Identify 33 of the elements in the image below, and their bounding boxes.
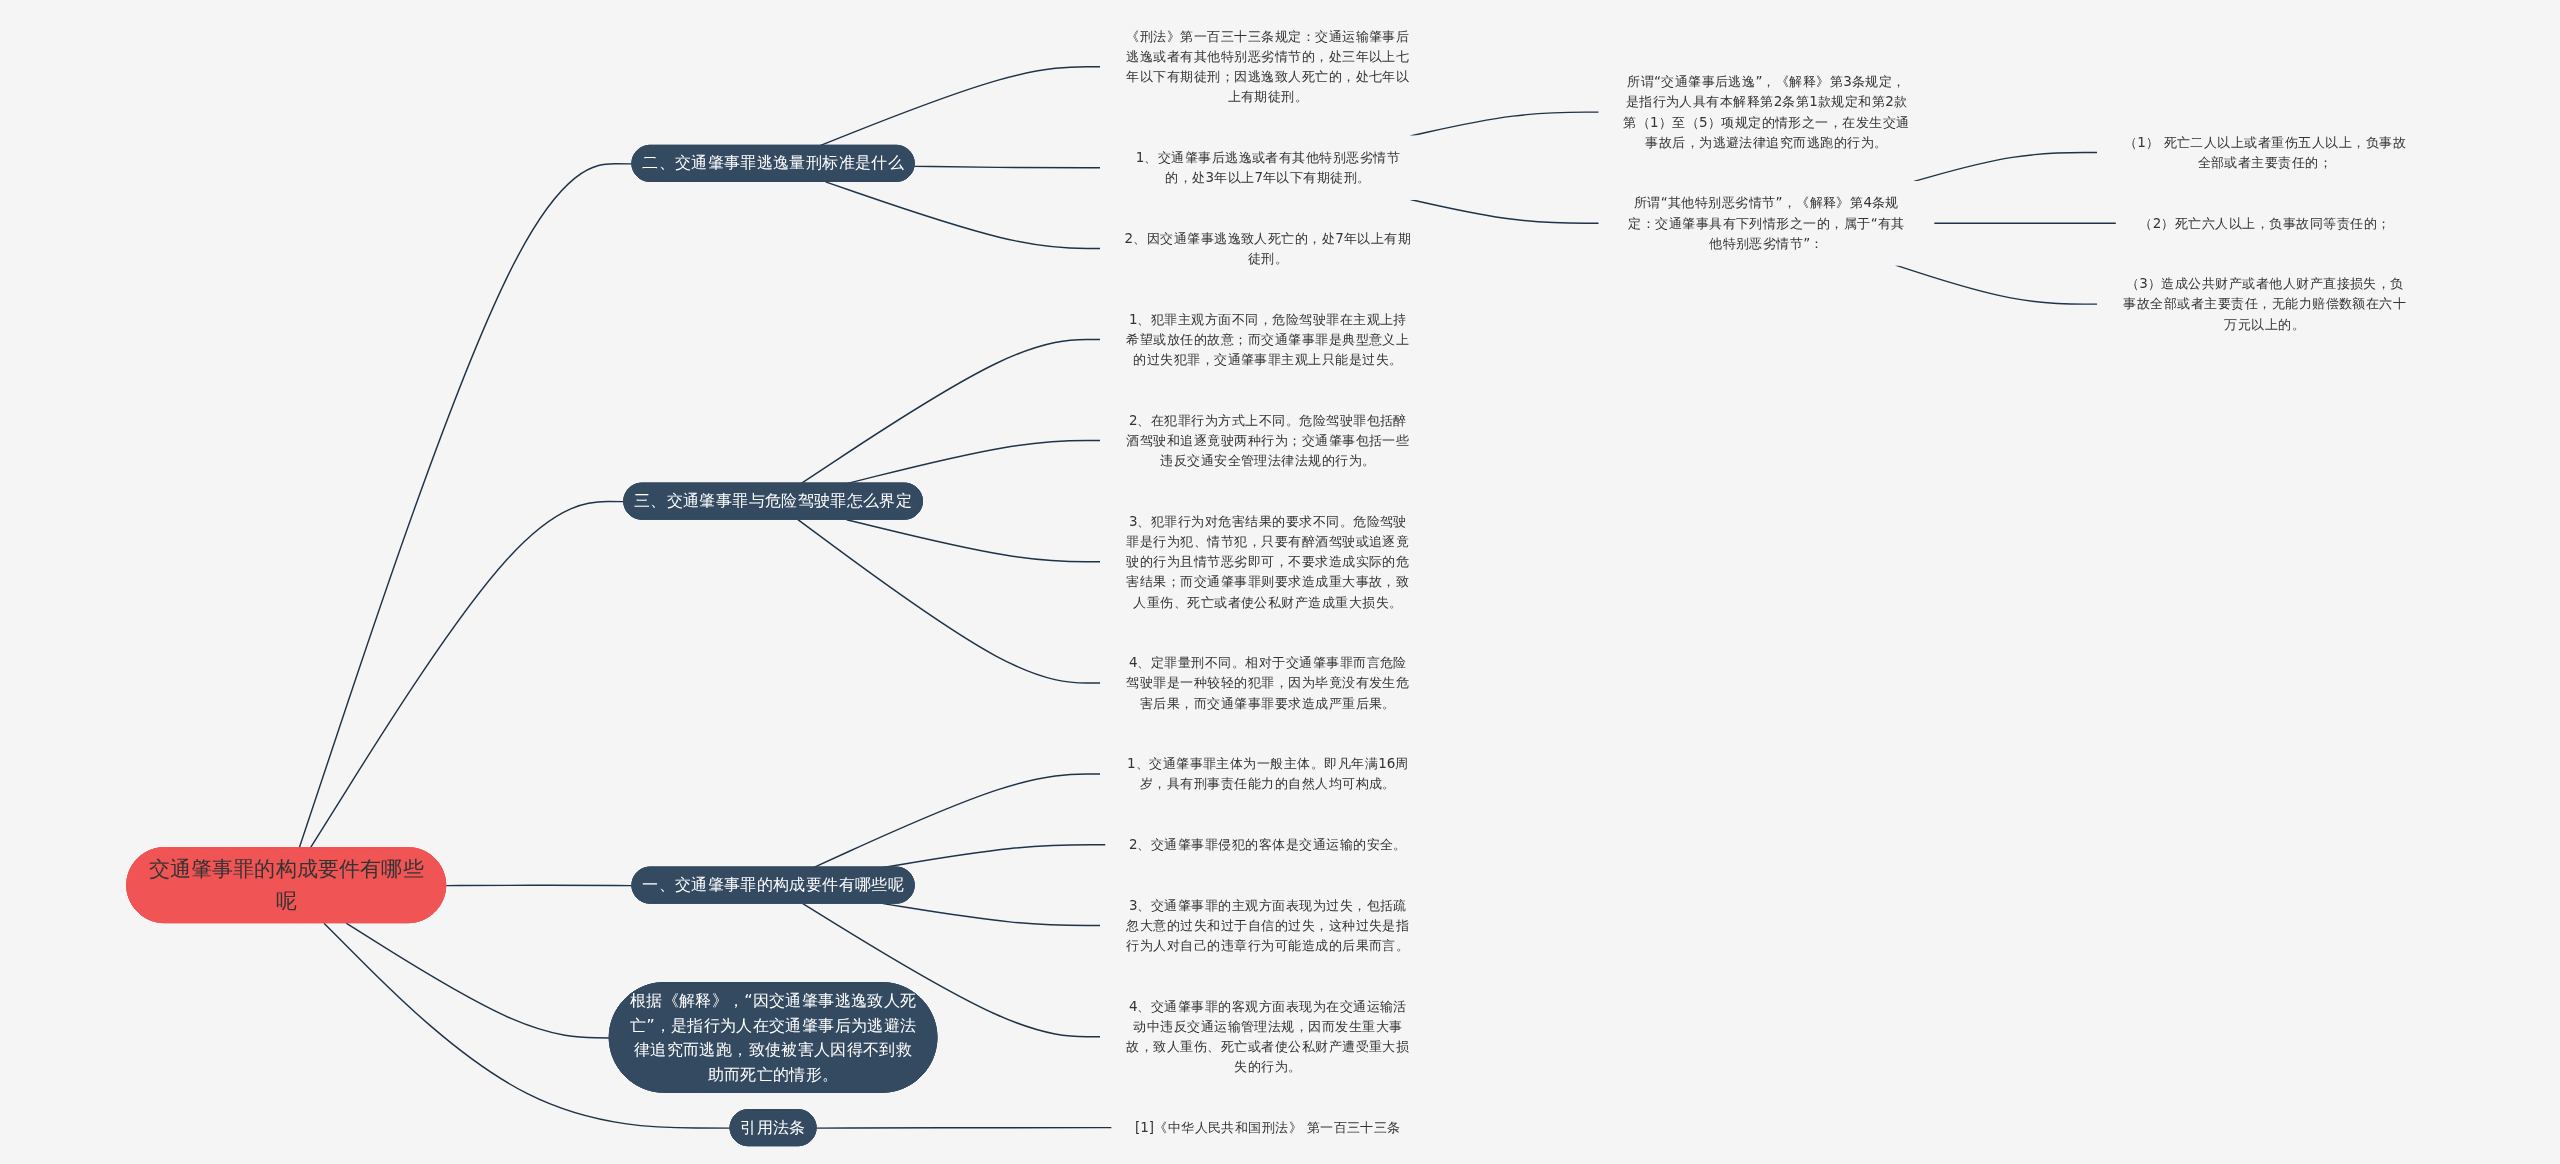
node-text: （2）死亡六人以上，负事故同等责任的； xyxy=(2139,215,2391,231)
node-text: 所谓“其他特别恶劣情节”，《解释》第4条规定：交通肇事具有下列情形之一的，属于“有其他特别恶劣情节”： xyxy=(1628,194,1906,251)
connector xyxy=(800,338,1102,485)
node-text: 3、犯罪行为对危害结果的要求不同。危险驾驶罪是行为犯、情节犯，只要有醉酒驾驶或追逐竟驶的行为且情节恶劣即可，不要求造成实际的危害结果；而交通肇事罪则要求造成重大事故，致人重伤、死亡或者使公私财产造成重大损失。 xyxy=(1126,513,1410,610)
connector xyxy=(846,518,1102,563)
connector xyxy=(816,1126,1114,1129)
node-text: 《刑法》第一百三十三条规定：交通运输肇事后逃逸或者有其他特别恶劣情节的，处三年以上七年以下有期徒刑；因逃逸致人死亡的，处七年以上有期徒刑。 xyxy=(1126,28,1410,105)
connector xyxy=(914,165,1102,169)
connector xyxy=(323,922,732,1129)
connector xyxy=(819,65,1102,147)
node-text: （3）造成公共财产或者他人财产直接损失，负事故全部或者主要责任，无能力赔偿数额在六十万元以上的。 xyxy=(2123,275,2407,332)
node-text: 2、在犯罪行为方式上不同。危险驾驶罪包括醉酒驾驶和追逐竟驶两种行为；交通肇事包括一些违反交通安全管理法律法规的行为。 xyxy=(1126,412,1410,468)
node-text: 4、定罪量刑不同。相对于交通肇事罪而言危险驾驶罪是一种较轻的犯罪，因为毕竟没有发生危害后果，而交通肇事罪要求造成严重后果。 xyxy=(1126,654,1410,711)
node-text: 3、交通肇事罪的主观方面表现为过失，包括疏忽大意的过失和过于自信的过失，这种过失是指行为人对自己的违章行为可能造成的后果而言。 xyxy=(1126,897,1410,953)
node-text: 2、因交通肇事逃逸致人死亡的，处7年以上有期徒刑。 xyxy=(1125,230,1412,266)
node-text: 所谓“交通肇事后逃逸”，《解释》第3条规定，是指行为人具有本解释第2条第1款规定和第2款第（1）至（5）项规定的情形之一，在发生交通事故后，为逃避法律追究而逃跑的行为。 xyxy=(1623,73,1911,150)
connector xyxy=(298,163,634,849)
connector xyxy=(345,922,611,1039)
connector xyxy=(1913,151,2099,183)
connector xyxy=(797,518,1102,684)
node-text: 2、交通肇事罪侵犯的客体是交通运输的安全。 xyxy=(1129,836,1408,852)
node-text: （1） 死亡二人以上或者重伤五人以上，负事故全部或者主要责任的； xyxy=(2124,134,2407,170)
node-text: 1、犯罪主观方面不同，危险驾驶罪在主观上持希望或放任的故意；而交通肇事罪是典型意义上的过失犯罪，交通肇事罪主观上只能是过失。 xyxy=(1126,311,1410,367)
connector xyxy=(310,500,626,849)
node-text: [1]《中华人民共和国刑法》 第一百三十三条 xyxy=(1135,1119,1402,1135)
connector xyxy=(825,181,1102,250)
node-text: 1、交通肇事罪主体为一般主体。即凡年满16周岁，具有刑事责任能力的自然人均可构成。 xyxy=(1127,755,1410,792)
connector xyxy=(802,902,1102,1038)
node-text: 4、交通肇事罪的客观方面表现为在交通运输活动中违反交通运输管理法规，因而发生重大事故，致人重伤、死亡或者使公私财产遭受重大损失的行为。 xyxy=(1126,998,1410,1075)
connector xyxy=(445,884,634,887)
node-text: 1、交通肇事后逃逸或者有其他特别恶劣情节的，处3年以上7年以下有期徒刑。 xyxy=(1136,149,1401,186)
connector xyxy=(813,773,1102,869)
connector xyxy=(1933,222,2118,224)
